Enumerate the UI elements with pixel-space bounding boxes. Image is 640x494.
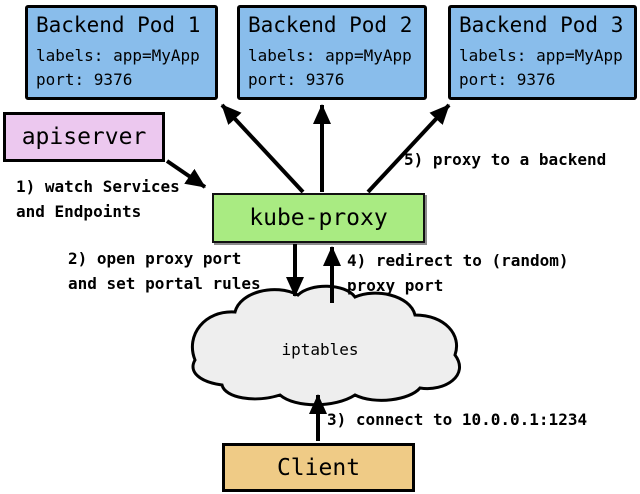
arrow-proxy-to-pod1: [220, 103, 305, 194]
kube-proxy-label: kube-proxy: [249, 205, 388, 231]
backend-pod-2: Backend Pod 2 labels: app=MyApp port: 93…: [237, 5, 427, 100]
backend-pod-3-port: port: 9376: [459, 70, 556, 89]
step-2-open-proxy-port: 2) open proxy port and set portal rules: [68, 249, 261, 293]
apiserver-label: apiserver: [21, 124, 147, 150]
iptables-cloud: [190, 284, 461, 407]
client-node: Client: [222, 443, 415, 492]
arrow-proxy-to-pod3: [366, 103, 451, 194]
backend-pod-1-port: port: 9376: [36, 70, 133, 89]
step-3-connect: 3) connect to 10.0.0.1:1234: [327, 410, 588, 429]
step-1-watch-services: 1) watch Services and Endpoints: [16, 177, 180, 221]
step-5-proxy-to-backend: 5) proxy to a backend: [404, 150, 607, 169]
step-4-redirect: 4) redirect to (random) proxy port: [347, 251, 569, 295]
backend-pod-2-labels: labels: app=MyApp: [248, 46, 412, 65]
kube-proxy-node: kube-proxy: [212, 193, 425, 243]
apiserver-node: apiserver: [3, 112, 165, 162]
backend-pod-3-title: Backend Pod 3: [459, 13, 624, 37]
arrow-watch-services: [165, 159, 207, 189]
iptables-label: iptables: [281, 340, 359, 359]
backend-pod-1-title: Backend Pod 1: [36, 13, 201, 37]
client-label: Client: [276, 454, 361, 481]
backend-pod-1: Backend Pod 1 labels: app=MyApp port: 93…: [25, 5, 218, 100]
backend-pod-3: Backend Pod 3 labels: app=MyApp port: 93…: [448, 5, 637, 100]
backend-pod-2-title: Backend Pod 2: [248, 13, 413, 37]
backend-pod-2-port: port: 9376: [248, 70, 345, 89]
backend-pod-3-labels: labels: app=MyApp: [459, 46, 623, 65]
backend-pod-1-labels: labels: app=MyApp: [36, 46, 200, 65]
